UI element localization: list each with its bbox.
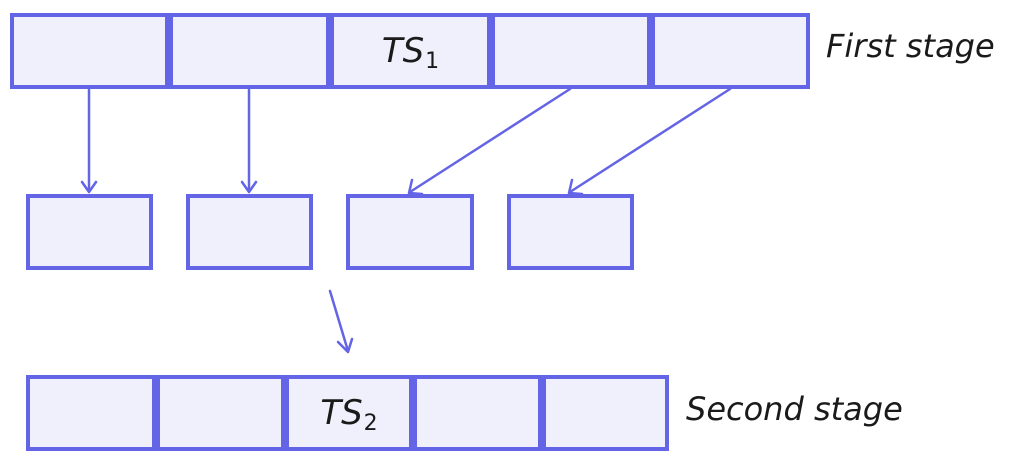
first-stage-cell-1: [10, 13, 169, 89]
middle-cell-4: [507, 194, 634, 270]
first-stage-cell-5: [651, 13, 810, 89]
second-stage-cell-1: [26, 375, 156, 451]
second-stage-cell-4: [413, 375, 542, 451]
first-stage-cell-1-label: [14, 17, 165, 85]
second-stage-cell-2-label: [160, 379, 281, 447]
arrow-3: [407, 87, 572, 196]
second-stage-cell-4-label: [417, 379, 538, 447]
first-stage-cell-4: [491, 13, 651, 89]
arrow-2: [240, 87, 258, 194]
second-stage-cell-2: [156, 375, 285, 451]
second-stage-cell-5-label: [546, 379, 665, 447]
middle-cell-2: [186, 194, 313, 270]
first-stage-cell-2: [169, 13, 330, 89]
first-stage-label: First stage: [826, 27, 995, 65]
arrow-4: [567, 87, 732, 196]
first-stage-cell-2-label: [173, 17, 326, 85]
second-stage-cell-5: [542, 375, 669, 451]
second-stage-label: Second stage: [686, 390, 903, 428]
middle-cell-1: [26, 194, 153, 270]
first-stage-cell-4-label: [495, 17, 647, 85]
arrow-5: [328, 289, 354, 354]
first-stage-cell-5-label: [655, 17, 806, 85]
middle-cell-3: [346, 194, 474, 270]
arrow-1: [80, 87, 98, 194]
second-stage-cell-1-label: [30, 379, 152, 447]
